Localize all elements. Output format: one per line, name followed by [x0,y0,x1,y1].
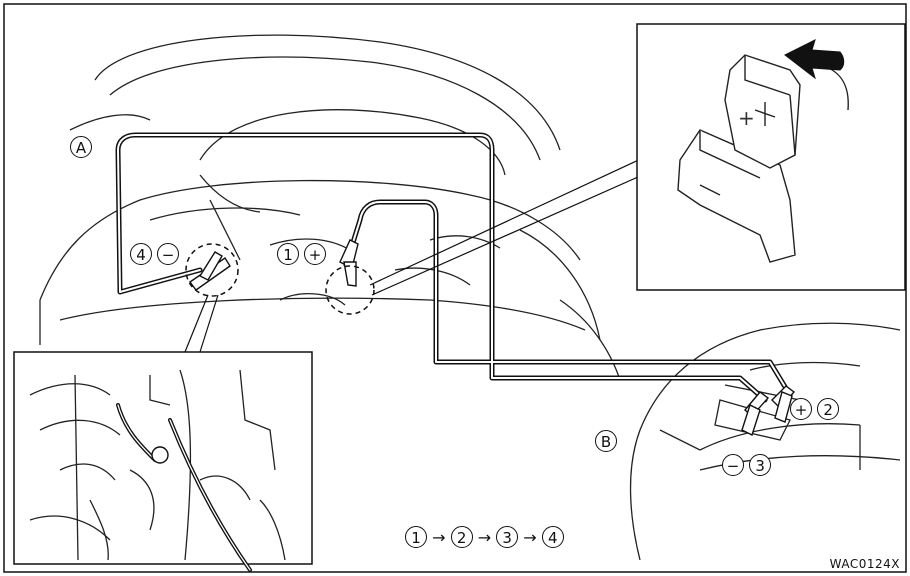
sequence-step-3: 3 [496,526,519,548]
terminal-cover-drawing [677,54,849,263]
clamp-positive-b [771,385,796,423]
sequence-arrow-1: → [432,528,446,547]
sequence-step-4: 4 [541,526,564,548]
minus-badge-a: − [157,243,180,265]
connection-sequence: 1 → 2 → 3 → 4 [405,526,564,548]
callout-circle-ground [185,243,239,297]
jumper-cables-inner [117,134,791,401]
ground-point-drawing [29,369,286,561]
step4-badge: 4 [130,243,152,265]
vehicle-a-drawing [39,34,621,381]
sequence-step-2: 2 [450,526,473,548]
step3-negative-label: − 3 [722,454,772,476]
callout-circle-terminal [325,265,375,315]
ground-clamp-outline [117,404,251,571]
vehicle-b-badge: B [595,430,617,452]
vehicle-b-drawing [629,322,901,561]
sequence-arrow-3: → [523,528,537,547]
sequence-step-1: 1 [405,526,427,548]
ground-bolt-icon [151,446,169,464]
step3-badge: 3 [749,454,772,476]
outer-frame [3,3,907,573]
rotate-arrow-icon [784,39,845,80]
plus-badge-a: + [304,243,327,265]
step2-positive-label: + 2 [790,398,840,420]
clamp-negative-b [741,391,770,436]
figure-code: WAC0124X [829,557,900,571]
vehicle-a-badge: A [70,136,92,158]
plus-badge-b: + [790,398,812,420]
clamp-negative-a [189,251,231,291]
cover-plus-mark: + [738,106,755,130]
vehicle-a-label: A [70,136,92,158]
step1-positive-label: 1 + [277,243,327,265]
clamp-positive-a [339,239,359,287]
vehicle-b-label: B [595,430,617,452]
step1-badge: 1 [277,243,299,265]
sequence-arrow-2: → [477,528,492,547]
minus-badge-b: − [722,454,744,476]
step2-badge: 2 [817,398,840,420]
leader-lines [184,149,666,353]
step4-negative-label: 4 − [130,243,180,265]
